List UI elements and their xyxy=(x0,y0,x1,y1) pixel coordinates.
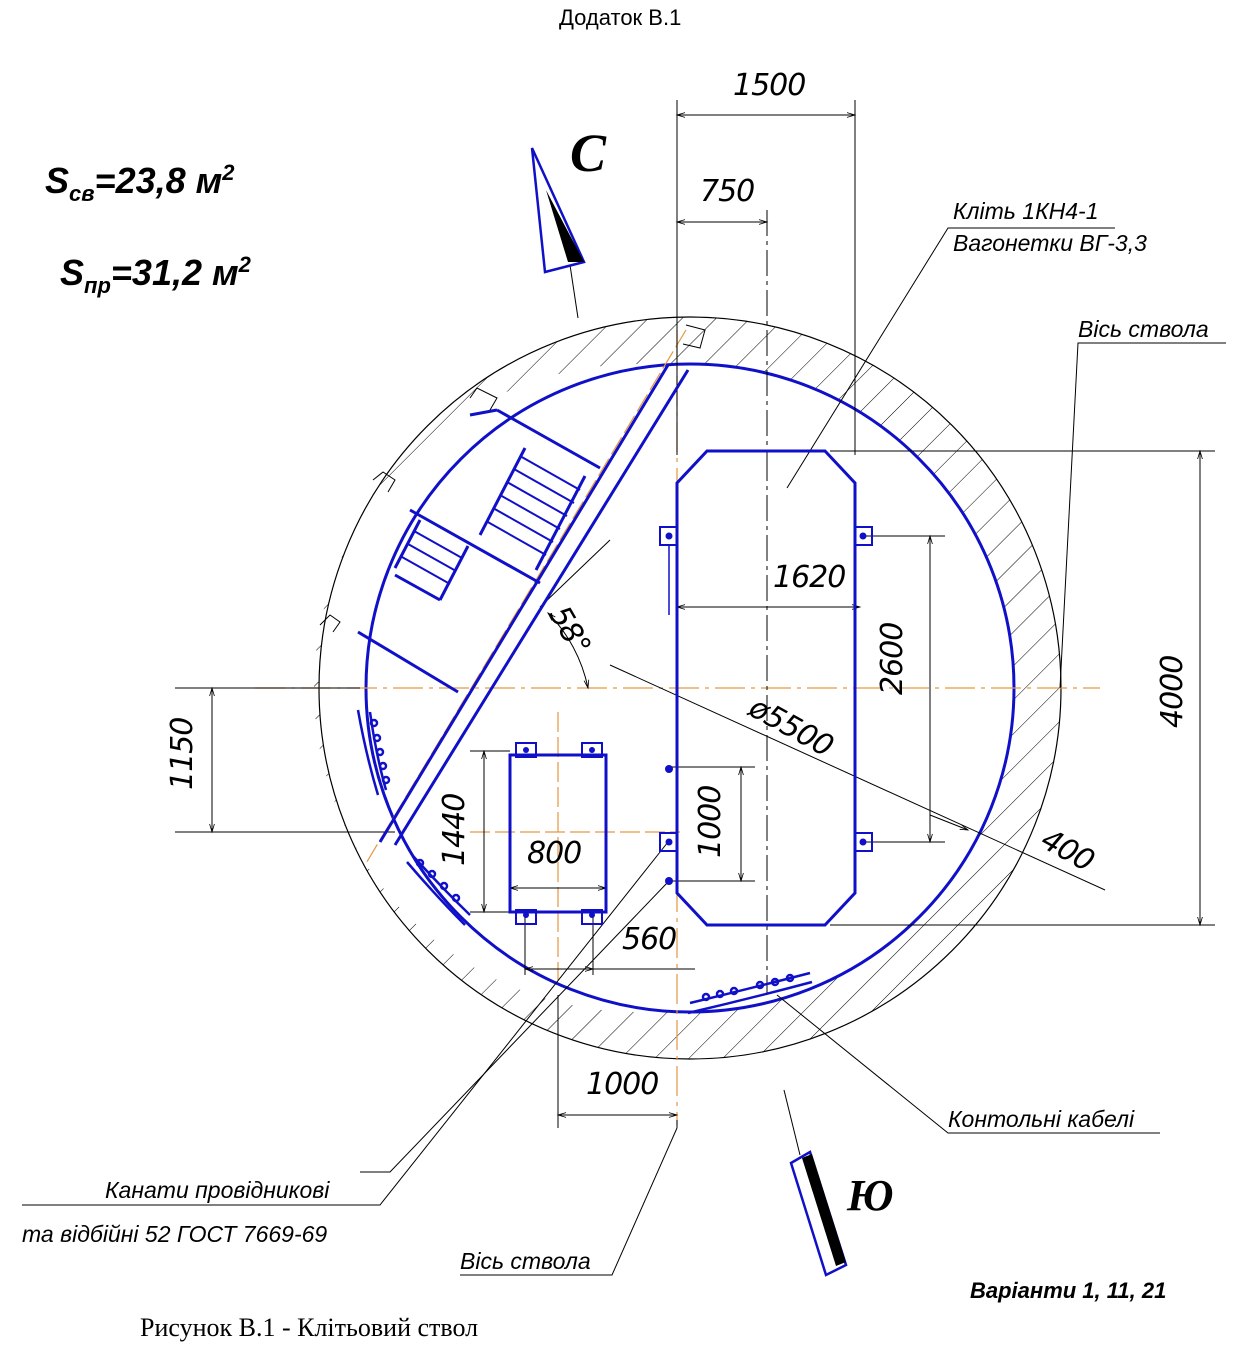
counterweight-dots xyxy=(523,747,595,918)
dim-1000-inner: 1000 xyxy=(693,785,728,858)
area-s-sv-sub: св xyxy=(69,181,95,207)
dim-1440: 1440 xyxy=(437,793,472,866)
cage-1kn4-1 xyxy=(659,449,873,927)
leader-lines xyxy=(22,227,1226,1276)
dim-1620: 1620 xyxy=(773,560,846,595)
dim-800: 800 xyxy=(527,836,582,871)
ropes-label-line1: Канати провідникові xyxy=(105,1177,330,1203)
cable-tray-bottom xyxy=(687,971,813,1015)
shaft-axis-label-top: Вісь ствола xyxy=(1078,316,1209,342)
dim-4000: 4000 xyxy=(1155,655,1190,728)
appendix-title: Додаток В.1 xyxy=(559,5,682,30)
shaft-axis-label-bottom: Вісь ствола xyxy=(460,1248,591,1274)
dim-750: 750 xyxy=(700,174,755,209)
cage-guide-dots xyxy=(665,532,867,885)
control-cables-label: Контольні кабелі xyxy=(948,1106,1135,1132)
area-s-sv-value: =23,8 м xyxy=(94,160,223,201)
cable-tray-left xyxy=(356,709,391,796)
dim-2600: 2600 xyxy=(875,622,910,695)
area-s-pr-symbol: S xyxy=(60,252,85,293)
bunton-outlines xyxy=(319,324,706,633)
area-s-pr-value: =31,2 м xyxy=(110,252,239,293)
dim-1000-bottom: 1000 xyxy=(586,1067,659,1102)
dim-1150: 1150 xyxy=(165,717,200,790)
figure-caption: Рисунок В.1 - Клітьовий ствол xyxy=(140,1313,479,1342)
area-s-pr-sub: пр xyxy=(84,273,111,299)
area-s-sv-exp: 2 xyxy=(222,160,235,185)
construction-lines xyxy=(175,100,1215,1128)
area-s-pr-exp: 2 xyxy=(238,252,251,277)
area-s-sv: Sсв=23,8 м2 xyxy=(45,160,235,207)
area-s-pr: Sпр=31,2 м2 xyxy=(60,252,251,299)
counterweight xyxy=(508,742,608,925)
north-label: С xyxy=(570,123,607,183)
cage-label-line1: Кліть 1КН4-1 xyxy=(953,198,1099,224)
dim-1500: 1500 xyxy=(733,68,806,103)
cable-tray-lower-left xyxy=(406,855,471,926)
ladder-compartment xyxy=(357,364,690,846)
ropes-label-line2: та відбійні 52 ГОСТ 7669-69 xyxy=(22,1221,328,1247)
area-s-sv-symbol: S xyxy=(45,160,70,201)
south-arrow-icon xyxy=(783,1089,848,1277)
south-label: Ю xyxy=(847,1171,894,1220)
north-arrow-icon xyxy=(530,147,586,319)
variants-label: Варіанти 1, 11, 21 xyxy=(970,1278,1167,1303)
dimension-arrows xyxy=(209,112,1203,1118)
dim-560: 560 xyxy=(622,922,677,957)
cage-label-line2: Вагонетки ВГ-3,3 xyxy=(953,230,1147,256)
